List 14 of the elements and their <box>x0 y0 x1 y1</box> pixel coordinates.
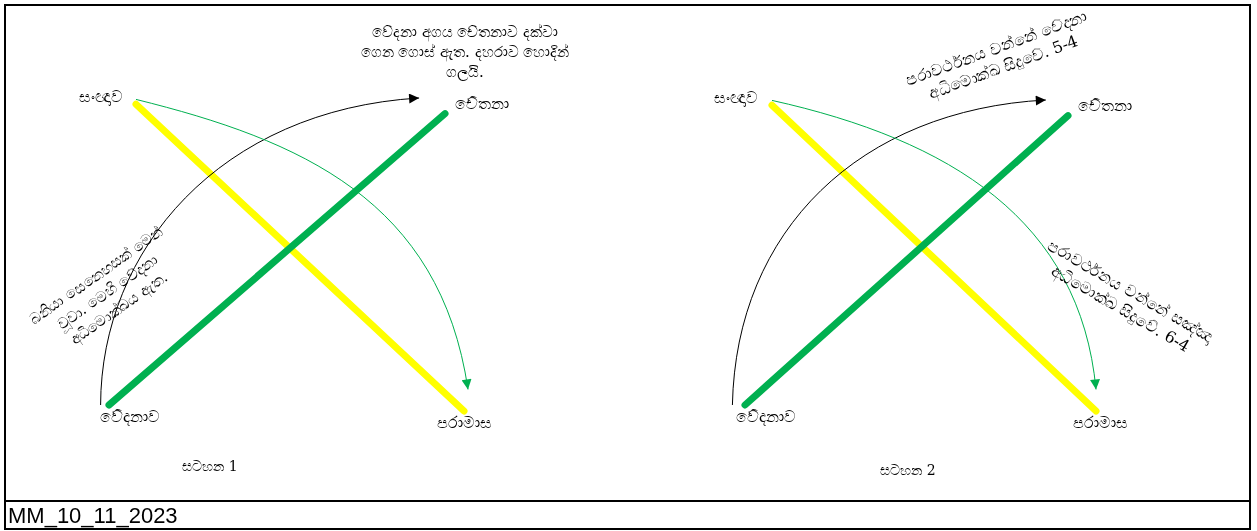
line <box>741 112 1072 409</box>
node-label: චේතනා <box>445 92 519 116</box>
node-label: වේදනාව <box>88 405 172 429</box>
note-text: වේදනා අගය චේතනාව දක්වා ගෙන ගොස් ඇත. දහරාව හොදින් ගලයි. <box>360 22 570 82</box>
node-label: වේදනාව <box>724 405 808 429</box>
diagram-caption: සටහන 2 <box>879 461 937 480</box>
node-label: පරාමාස <box>1060 411 1140 435</box>
node-label: චේතනා <box>1068 94 1142 118</box>
node-label: සංඥාව <box>66 85 136 109</box>
diagram-caption: සටහන 1 <box>181 457 239 476</box>
curved-arrow <box>731 96 1047 406</box>
node-label: සංඥාව <box>700 86 772 110</box>
footer-text: MM_10_11_2023 <box>8 503 179 529</box>
node-label: පරාමාස <box>424 411 504 435</box>
